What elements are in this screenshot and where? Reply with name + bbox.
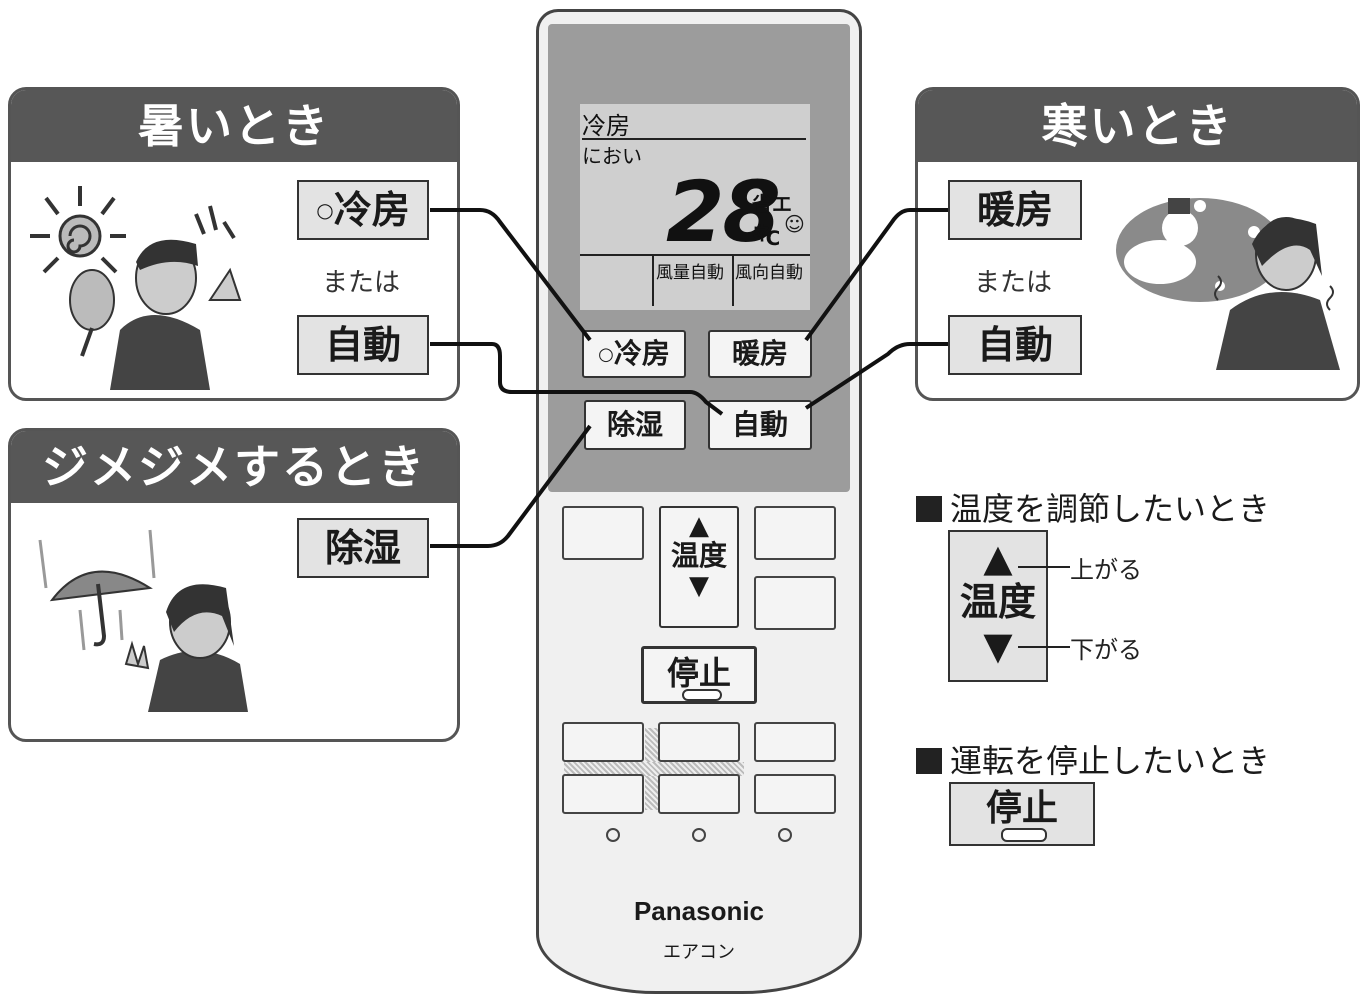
connector-dry (430, 424, 592, 548)
remote-button-blank[interactable] (562, 506, 644, 560)
sun-icon (30, 186, 126, 274)
square-bullet-icon (916, 496, 942, 522)
cold-or-text: または (974, 268, 1053, 298)
remote-dry-label: 除湿 (606, 408, 663, 441)
hot-or-text: または (322, 268, 401, 298)
indicator-light-icon (692, 828, 706, 842)
connector-auto-hot (430, 342, 724, 416)
remote-button-blank[interactable] (754, 576, 836, 630)
temp-up-label: 上がる (1070, 556, 1142, 584)
remote-cool-label: 冷房 (613, 337, 670, 370)
stop-instruction-title: 運転を停止したいとき (916, 736, 1270, 782)
cold-auto-label: 自動 (976, 323, 1053, 367)
temp-label: 温度 (959, 580, 1036, 624)
lcd-mode: 冷房 (582, 112, 630, 140)
lcd-divider-top (582, 138, 806, 140)
square-bullet-icon (916, 748, 942, 774)
temp-up-arrow-icon: ▲ (689, 511, 709, 541)
lcd-sub-mode: におい (582, 144, 642, 168)
indicator-dot-icon: ○ (598, 344, 614, 365)
hot-cool-button[interactable]: ○冷房 (297, 180, 429, 240)
hot-auto-button[interactable]: 自動 (297, 315, 429, 375)
hot-auto-label: 自動 (324, 323, 401, 367)
temp-up-arrow-icon: ▲ (983, 536, 1013, 580)
temp-instruction-title: 温度を調節したいとき (916, 484, 1270, 530)
remote-temp-label: 温度 (670, 539, 727, 572)
lcd-unit: ℃ (756, 226, 781, 250)
lcd-divider-bottom (580, 254, 810, 256)
connector-auto-cold (804, 342, 948, 410)
remote-button-blank[interactable] (658, 722, 740, 762)
remote-button-blank[interactable] (658, 774, 740, 814)
lcd-separator (652, 256, 654, 306)
stop-instruction-text: 運転を停止したいとき (950, 742, 1271, 780)
remote-button-blank[interactable] (562, 774, 644, 814)
remote-heat-label: 暖房 (731, 337, 788, 370)
hot-cool-label: 冷房 (333, 188, 410, 232)
up-pointer-line (1018, 566, 1070, 568)
connector-heat (804, 208, 948, 342)
remote-dry-button[interactable]: 除湿 (584, 400, 686, 450)
indicator-dot-icon: ○ (316, 198, 334, 222)
stop-button-illustration: 停止 (949, 782, 1095, 846)
cold-auto-button[interactable]: 自動 (948, 315, 1082, 375)
remote-button-blank[interactable] (754, 506, 836, 560)
remote-cool-button[interactable]: ○冷房 (582, 330, 686, 378)
smile-icon: ☺ (784, 212, 805, 236)
temp-down-arrow-icon: ▼ (689, 571, 709, 601)
lcd-temperature: 28 (666, 163, 781, 261)
remote-auto-button[interactable]: 自動 (708, 400, 812, 450)
hot-person-icon (69, 205, 242, 390)
temp-down-label: 下がる (1070, 636, 1142, 664)
lcd-direction: 風向自動 (735, 263, 803, 283)
temp-instruction-text: 温度を調節したいとき (950, 490, 1271, 528)
remote-stop-label: 停止 (666, 654, 731, 692)
remote-auto-label: 自動 (731, 408, 788, 441)
remote-button-blank[interactable] (562, 722, 644, 762)
brand-logo: Panasonic (633, 896, 765, 926)
cold-heat-button[interactable]: 暖房 (948, 180, 1082, 240)
stop-label: 停止 (985, 788, 1058, 829)
lcd-eco: 省エネ (752, 192, 792, 245)
remote-lcd-display: 冷房 におい 28 省エネ ℃ ☺ 風量自動 風向自動 (580, 104, 810, 310)
temp-down-arrow-icon: ▼ (983, 624, 1013, 668)
indicator-light-icon (778, 828, 792, 842)
product-name: エアコン (663, 942, 735, 963)
panel-humid-title: ジメジメするとき (11, 431, 457, 503)
humid-person-icon (38, 529, 248, 712)
remote-button-blank[interactable] (754, 774, 836, 814)
humid-dry-label: 除湿 (324, 526, 401, 570)
lcd-separator (732, 256, 734, 306)
remote-heat-button[interactable]: 暖房 (708, 330, 812, 378)
stop-bar-icon (1001, 828, 1047, 842)
cold-person-icon (1116, 198, 1340, 370)
indicator-light-icon (606, 828, 620, 842)
panel-hot-title: 暑いとき (11, 90, 457, 162)
texture (564, 762, 744, 776)
remote-button-blank[interactable] (754, 722, 836, 762)
remote-temp-button[interactable]: ▲ 温度 ▼ (659, 506, 739, 628)
remote-stop-button[interactable]: 停止 (641, 646, 757, 704)
connector-lines (430, 208, 948, 548)
stop-bar-icon (682, 689, 722, 701)
connector-cool (430, 208, 592, 342)
lcd-fan: 風量自動 (656, 263, 724, 283)
panel-cold-title: 寒いとき (918, 90, 1357, 162)
temp-button-illustration: ▲ 温度 ▼ (948, 530, 1048, 682)
cold-heat-label: 暖房 (976, 188, 1053, 232)
humid-dry-button[interactable]: 除湿 (297, 518, 429, 578)
down-pointer-line (1018, 646, 1070, 648)
